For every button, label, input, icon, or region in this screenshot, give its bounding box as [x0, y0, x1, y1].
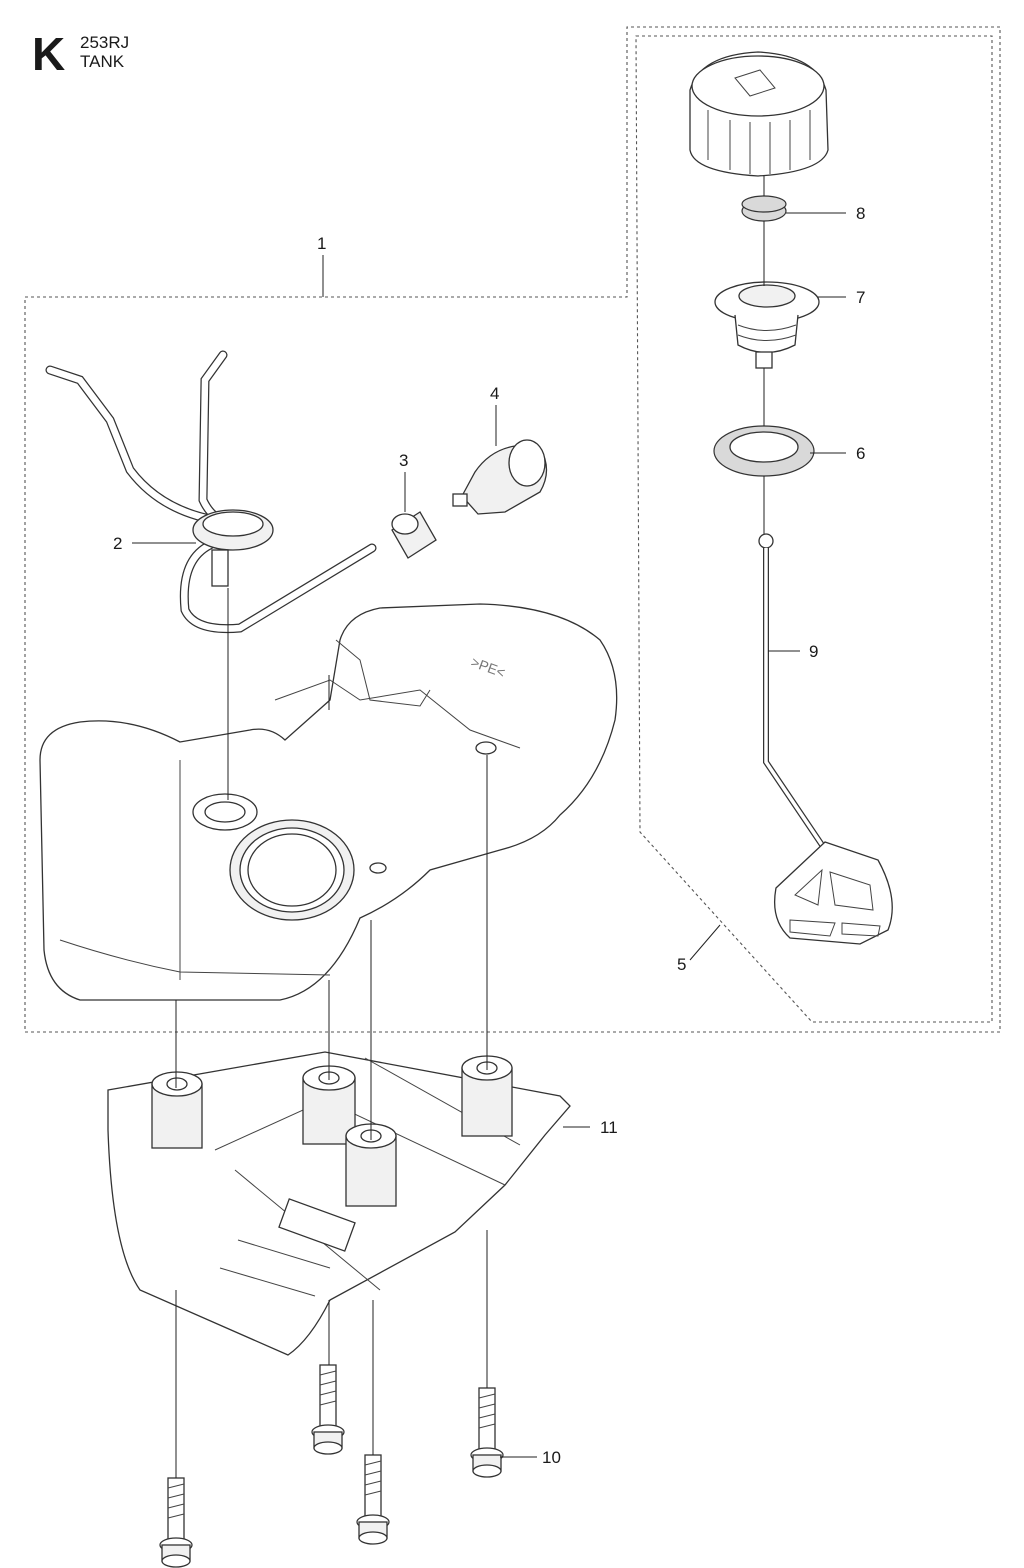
callout-5: 5	[677, 955, 686, 974]
fuel-filter	[452, 439, 548, 515]
tank-cap	[689, 51, 829, 177]
model-number: 253RJ	[80, 33, 129, 52]
callout-7: 7	[856, 288, 865, 307]
screw-c	[356, 1454, 390, 1545]
callout-9: 9	[809, 642, 818, 661]
vent-valve	[714, 281, 820, 369]
callout-leaders	[132, 212, 846, 1458]
screw-d	[470, 1387, 504, 1478]
callout-2: 2	[113, 534, 122, 553]
section-letter: K	[32, 28, 65, 80]
fuel-line-grommet	[192, 509, 274, 587]
callout-1: 1	[317, 234, 326, 253]
callout-10: 10	[542, 1448, 561, 1467]
callout-8: 8	[856, 204, 865, 223]
header: K 253RJ TANK	[32, 28, 129, 80]
callout-3: 3	[399, 451, 408, 470]
tank-bracket	[107, 1051, 571, 1356]
assembly-1-boundary	[24, 26, 1001, 1033]
callout-6: 6	[856, 444, 865, 463]
callout-labels: 1 2 3 4 5 6 7 8 9 10 11	[113, 204, 865, 1467]
assembly-5-boundary	[635, 35, 993, 1023]
cap-gasket	[741, 195, 787, 222]
screw-a	[159, 1477, 193, 1568]
flat-washer	[713, 425, 815, 477]
screws	[159, 1364, 504, 1568]
screw-b	[311, 1364, 345, 1455]
fuel-strainer	[758, 533, 893, 945]
section-title: TANK	[80, 52, 125, 71]
callout-11: 11	[600, 1118, 618, 1137]
fuel-hoses	[45, 350, 377, 634]
callout-4: 4	[490, 384, 499, 403]
assembly-lines	[175, 176, 765, 1478]
fuel-tank: >PE<	[39, 603, 618, 1001]
hose-fitting	[391, 511, 437, 559]
